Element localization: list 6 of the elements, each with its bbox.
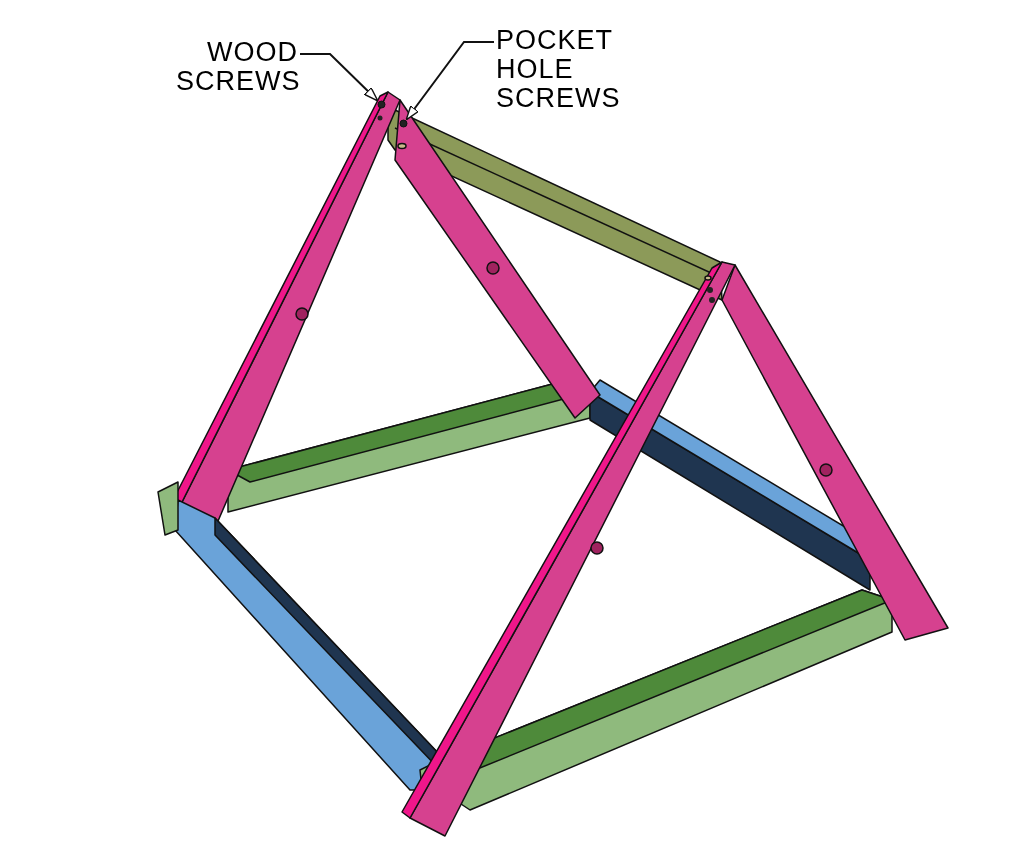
screw-hole — [399, 119, 408, 128]
callout-label: WOOD SCREWS — [176, 38, 298, 102]
callout-label: POCKET HOLE SCREWS — [496, 26, 620, 118]
screw-hole — [377, 100, 386, 109]
leader-line — [299, 53, 379, 102]
leader-line — [405, 41, 495, 121]
